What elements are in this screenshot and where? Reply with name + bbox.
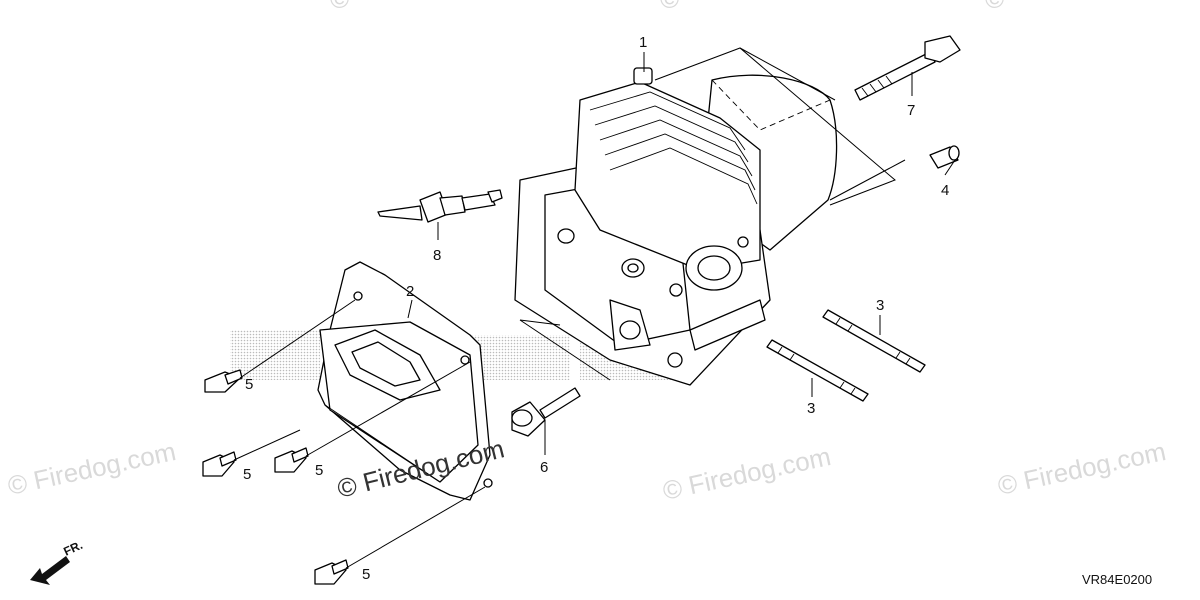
head-cover (317, 261, 493, 501)
watermark-top-1: © (330, 0, 349, 14)
callout-cover-bolt-mid-b: 5 (315, 462, 323, 479)
callout-flange-bolt: 6 (540, 459, 548, 476)
callout-spark-plug: 8 (433, 247, 441, 264)
watermark-left: © Firedog.com (5, 436, 178, 501)
arrow-down-left-icon (30, 556, 70, 585)
watermark-top-2: © (660, 0, 679, 14)
leader-lines (233, 52, 956, 569)
cylinder-head (514, 47, 896, 386)
callout-cover-bolt-left: 5 (245, 376, 253, 393)
callout-cover-bolt-mid-a: 5 (243, 466, 251, 483)
head-bolt (854, 35, 961, 101)
callout-stud-bolt-upper: 3 (876, 297, 884, 314)
watermark-top-3: © (985, 0, 1004, 14)
cover-bolt-mid-b (274, 447, 309, 473)
cover-bolt-left (204, 369, 243, 393)
callout-cylinder-head: 1 (639, 34, 647, 51)
flange-bolt (511, 387, 581, 437)
watermark-right: © Firedog.com (995, 436, 1168, 501)
cover-bolt-bottom (314, 559, 349, 585)
callout-head-cover: 2 (406, 283, 414, 300)
callout-head-bolt: 7 (907, 102, 915, 119)
cover-bolt-mid-a (202, 451, 237, 477)
spark-plug (377, 189, 503, 223)
watermark-center: © Firedog.com (660, 441, 833, 506)
front-label: FR. (61, 538, 84, 559)
front-direction-indicator: FR. (30, 538, 85, 585)
callout-cover-bolt-bottom: 5 (362, 566, 370, 583)
stud-bolt-upper (822, 309, 926, 373)
dowel-pin (929, 145, 960, 169)
callout-stud-bolt-lower: 3 (807, 400, 815, 417)
callout-dowel-pin: 4 (941, 182, 949, 199)
diagram-code: VR84E0200 (1082, 572, 1152, 587)
stud-bolt-lower (766, 339, 869, 402)
